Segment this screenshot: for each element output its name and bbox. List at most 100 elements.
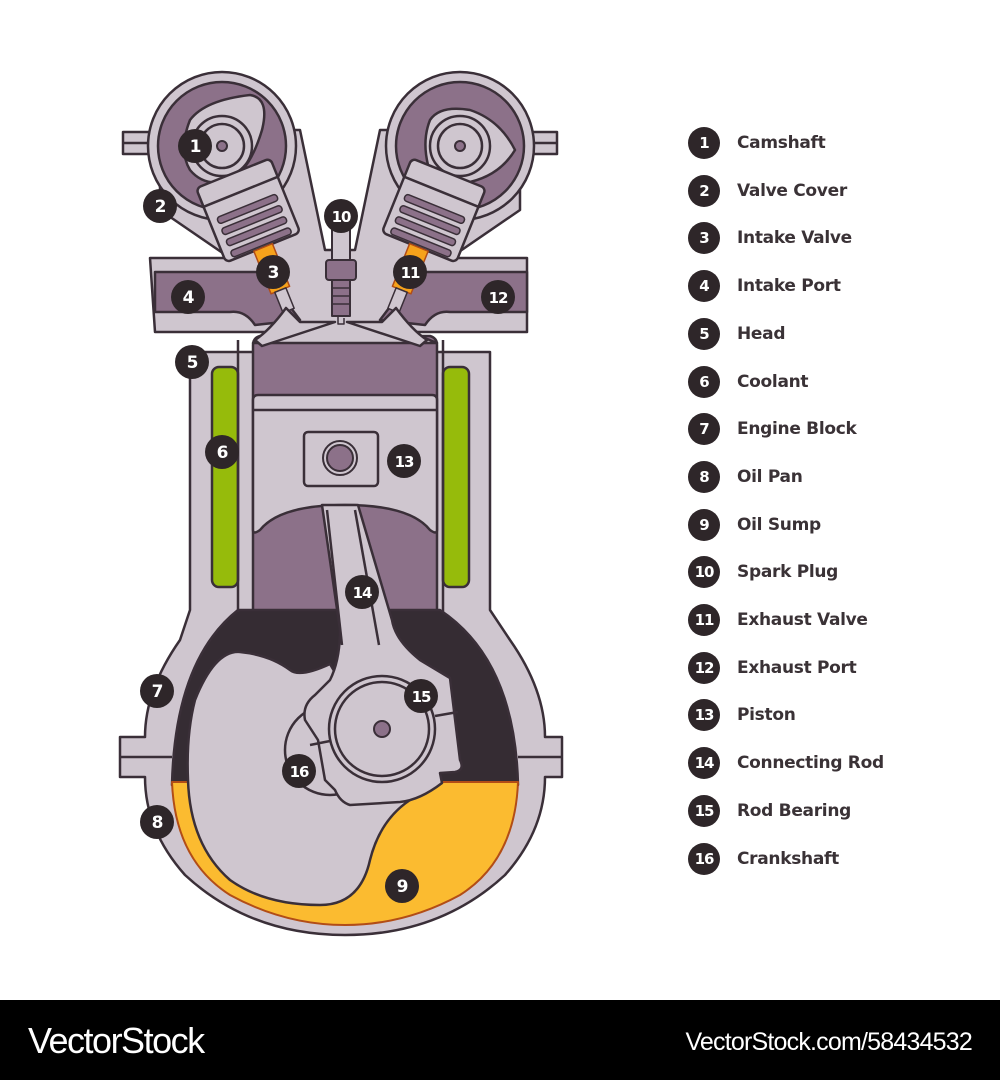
exhaust-spring-2 — [399, 205, 461, 236]
legend-number-badge: 9 — [688, 508, 720, 541]
callout-badge — [387, 444, 421, 478]
exhaust-tappet-line — [403, 175, 479, 208]
legend-item: 9 Oil Sump — [688, 508, 821, 541]
callout-number: 6 — [217, 443, 228, 463]
callout-head: 5 — [175, 345, 209, 379]
legend-label: Camshaft — [737, 133, 826, 153]
legend-label: Oil Sump — [737, 514, 821, 535]
intake-spring-2 — [221, 205, 283, 236]
callout-number: 10 — [332, 208, 351, 226]
callout-number: 15 — [412, 688, 431, 706]
rod-cap-line-left — [309, 739, 331, 747]
callout-coolant: 6 — [205, 435, 239, 469]
callout-badge — [175, 345, 209, 379]
legend-number-badge: 4 — [688, 270, 720, 303]
legend-number-badge: 8 — [688, 460, 720, 493]
callout-badge — [140, 674, 174, 708]
intake-spring-4 — [230, 227, 292, 258]
legend-number-badge: 2 — [688, 174, 720, 207]
callout-badge — [393, 255, 427, 289]
legend-label: Head — [737, 323, 786, 344]
spark-plug — [325, 229, 357, 325]
callout-number: 2 — [155, 197, 166, 217]
legend-number-badge: 6 — [688, 365, 720, 398]
legend-number-badge: 16 — [688, 842, 720, 875]
legend-number-badge: 10 — [688, 556, 720, 589]
callout-badge — [140, 805, 174, 839]
legend-item: 7 Engine Block — [688, 413, 857, 446]
exhaust-valve-assembly — [382, 158, 486, 314]
callout-number: 7 — [152, 682, 163, 702]
legend-number-badge: 13 — [688, 699, 720, 732]
spark-plug-tip — [337, 316, 345, 325]
legend-item: 10 Spark Plug — [688, 556, 839, 589]
footer-id[interactable]: VectorStock.com/58434532 — [685, 1028, 972, 1056]
legend-item: 4 Intake Port — [688, 270, 841, 303]
callout-camshaft: 1 — [178, 129, 212, 163]
legend-item: 15 Rod Bearing — [688, 794, 851, 827]
callout-spark-plug: 10 — [324, 199, 358, 233]
callout-piston: 13 — [387, 444, 421, 478]
piston-pin — [326, 444, 354, 472]
legend-label: Exhaust Valve — [737, 610, 868, 630]
camshaft-right-hub — [454, 140, 466, 152]
callout-badge — [205, 435, 239, 469]
callout-number: 13 — [395, 453, 414, 471]
legend-label: Coolant — [737, 371, 809, 392]
legend-label: Rod Bearing — [737, 800, 851, 821]
legend-item: 6 Coolant — [688, 365, 809, 398]
legend-number-badge: 15 — [688, 794, 720, 827]
footer: VectorStock VectorStock.com/58434532 — [0, 1000, 1000, 1080]
legend-label: Exhaust Port — [737, 657, 857, 678]
legend-number-badge: 7 — [688, 413, 720, 446]
callout-badge — [385, 869, 419, 903]
callout-valve-cover: 2 — [143, 189, 177, 223]
legend-label: Spark Plug — [737, 562, 839, 583]
callout-crankshaft: 16 — [282, 754, 316, 788]
callout-number: 5 — [187, 353, 198, 373]
callout-badge — [481, 280, 515, 314]
camshaft-left-hub — [216, 140, 228, 152]
callout-badge — [256, 255, 290, 289]
legend-number-badge: 5 — [688, 317, 720, 350]
intake-tappet-line — [203, 175, 279, 208]
callout-number: 8 — [152, 813, 163, 833]
callout-engine-block: 7 — [140, 674, 174, 708]
legend-number-badge: 14 — [688, 747, 720, 780]
callout-number: 3 — [268, 263, 279, 283]
intake-valve-head — [253, 306, 337, 348]
legend-label: Intake Port — [737, 276, 841, 297]
callout-badge — [324, 199, 358, 233]
callout-number: 12 — [489, 289, 508, 307]
callout-number: 1 — [190, 137, 201, 157]
rod-cap-line-right — [434, 710, 459, 718]
callout-intake-port: 4 — [171, 280, 205, 314]
legend-label: Crankshaft — [737, 848, 839, 869]
callout-badge — [143, 189, 177, 223]
spark-plug-thread — [331, 279, 351, 317]
callout-badge — [171, 280, 205, 314]
callout-oil-pan: 8 — [140, 805, 174, 839]
exhaust-valve-head — [345, 306, 429, 348]
exhaust-spring-1 — [403, 193, 466, 225]
callout-rod-bearing: 15 — [404, 679, 438, 713]
coolant-left — [210, 365, 240, 589]
legend-label: Engine Block — [737, 419, 857, 440]
footer-brand[interactable]: VectorStock — [28, 1020, 205, 1061]
spark-plug-hex — [325, 259, 357, 281]
intake-spring-3 — [225, 216, 288, 247]
callout-connecting-rod: 14 — [345, 575, 379, 609]
exhaust-spring-3 — [394, 216, 457, 247]
callout-number: 4 — [183, 288, 195, 308]
callout-exhaust-port: 12 — [481, 280, 515, 314]
